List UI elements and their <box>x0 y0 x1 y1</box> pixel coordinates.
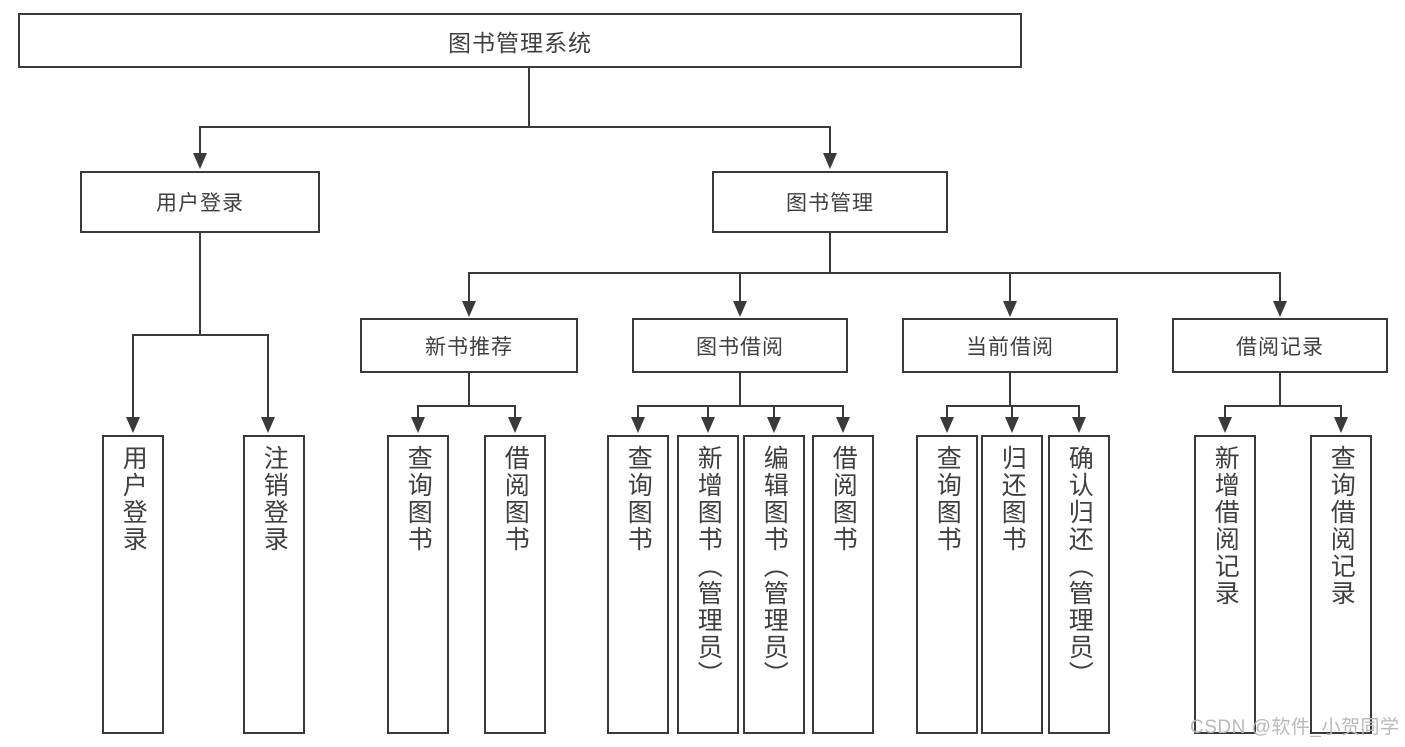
connector-borrow-record-bus <box>1224 405 1342 407</box>
node-label: 图书管理系统 <box>448 29 592 56</box>
node-book-borrowing[interactable]: 图书借阅 <box>632 318 848 373</box>
connector-user-login-drop-2 <box>267 334 269 419</box>
connector-book-manage-stem <box>829 233 831 273</box>
arrowhead-leaf-borrow-book-1 <box>508 417 522 433</box>
leaf-borrow-book-1[interactable]: 借阅图书 <box>484 435 546 734</box>
node-label: 用户登录 <box>119 445 148 553</box>
connector-book-borrow-drop-1 <box>637 405 639 419</box>
leaf-return-book[interactable]: 归还图书 <box>981 435 1043 734</box>
connector-book-manage-drop-2 <box>739 272 741 302</box>
node-label: 新增图书（管理员） <box>694 445 723 688</box>
connector-root-bus <box>199 126 831 128</box>
node-new-book-recommendation[interactable]: 新书推荐 <box>360 318 578 373</box>
arrowhead-leaf-add-book <box>701 417 715 433</box>
connector-book-borrow-bus <box>637 405 844 407</box>
leaf-borrow-book-2[interactable]: 借阅图书 <box>812 435 874 734</box>
node-label: 图书管理 <box>786 192 874 215</box>
arrowhead-current-borrow <box>1003 301 1017 317</box>
leaf-edit-book-admin[interactable]: 编辑图书（管理员） <box>743 435 805 734</box>
node-label: 查询图书 <box>624 445 653 553</box>
connector-current-borrow-drop-3 <box>1078 405 1080 419</box>
connector-book-manage-drop-1 <box>468 272 470 302</box>
leaf-logout[interactable]: 注销登录 <box>243 435 305 734</box>
leaf-query-book-2[interactable]: 查询图书 <box>607 435 669 734</box>
arrowhead-leaf-add-record <box>1218 417 1232 433</box>
connector-current-borrow-stem <box>1009 373 1011 406</box>
leaf-query-book-1[interactable]: 查询图书 <box>387 435 449 734</box>
connector-book-manage-drop-3 <box>1009 272 1011 302</box>
connector-user-login-bus <box>132 334 268 336</box>
leaf-confirm-return-admin[interactable]: 确认归还（管理员） <box>1048 435 1110 734</box>
connector-book-borrow-drop-3 <box>773 405 775 419</box>
arrowhead-user-login <box>193 153 207 169</box>
connector-book-borrow-drop-2 <box>707 405 709 419</box>
arrowhead-leaf-edit-book <box>767 417 781 433</box>
arrowhead-book-manage <box>823 153 837 169</box>
connector-new-book-rec-stem <box>468 373 470 406</box>
node-label: 用户登录 <box>156 192 244 215</box>
leaf-add-book-admin[interactable]: 新增图书（管理员） <box>677 435 739 734</box>
node-label: 借阅图书 <box>829 445 858 553</box>
connector-book-manage-drop-4 <box>1279 272 1281 302</box>
arrowhead-borrow-record <box>1273 301 1287 317</box>
connector-new-book-rec-drop-2 <box>514 405 516 419</box>
leaf-user-login[interactable]: 用户登录 <box>102 435 164 734</box>
connector-borrow-record-drop-1 <box>1224 405 1226 419</box>
node-label: 新增借阅记录 <box>1211 445 1240 607</box>
connector-user-login-drop-1 <box>132 334 134 419</box>
arrowhead-leaf-query-book-1 <box>411 417 425 433</box>
node-label: 图书借阅 <box>696 335 784 359</box>
arrowhead-leaf-user-login <box>126 417 140 433</box>
arrowhead-leaf-logout <box>261 417 275 433</box>
node-current-borrowing[interactable]: 当前借阅 <box>902 318 1118 373</box>
arrowhead-leaf-return-book <box>1005 417 1019 433</box>
node-label: 查询借阅记录 <box>1327 445 1356 607</box>
node-label: 确认归还（管理员） <box>1065 445 1094 688</box>
arrowhead-leaf-confirm-return <box>1072 417 1086 433</box>
leaf-query-borrow-record[interactable]: 查询借阅记录 <box>1310 435 1372 734</box>
leaf-query-book-3[interactable]: 查询图书 <box>916 435 978 734</box>
connector-root-stem <box>528 68 530 127</box>
arrowhead-leaf-query-record <box>1334 417 1348 433</box>
arrowhead-leaf-borrow-book-2 <box>836 417 850 433</box>
node-label: 编辑图书（管理员） <box>760 445 789 688</box>
node-label: 当前借阅 <box>966 335 1054 359</box>
connector-current-borrow-drop-2 <box>1011 405 1013 419</box>
node-user-login[interactable]: 用户登录 <box>80 171 320 233</box>
connector-current-borrow-bus <box>946 405 1080 407</box>
arrowhead-book-borrow <box>733 301 747 317</box>
connector-new-book-rec-drop-1 <box>417 405 419 419</box>
connector-new-book-rec-bus <box>417 405 516 407</box>
connector-borrow-record-stem <box>1279 373 1281 406</box>
node-borrowing-record[interactable]: 借阅记录 <box>1172 318 1388 373</box>
connector-book-borrow-stem <box>739 373 741 406</box>
connector-root-to-book-manage <box>829 126 831 155</box>
node-label: 借阅记录 <box>1236 335 1324 359</box>
connector-borrow-record-drop-2 <box>1340 405 1342 419</box>
arrowhead-new-book-rec <box>462 301 476 317</box>
connector-current-borrow-drop-1 <box>946 405 948 419</box>
connector-root-to-user-login <box>199 126 201 155</box>
node-root-book-management-system[interactable]: 图书管理系统 <box>18 13 1022 68</box>
arrowhead-leaf-query-book-2 <box>631 417 645 433</box>
node-label: 归还图书 <box>998 445 1027 553</box>
node-label: 新书推荐 <box>425 335 513 359</box>
node-book-management[interactable]: 图书管理 <box>712 171 948 233</box>
leaf-add-borrow-record[interactable]: 新增借阅记录 <box>1194 435 1256 734</box>
node-label: 注销登录 <box>260 445 289 553</box>
node-label: 查询图书 <box>404 445 433 553</box>
connector-book-manage-bus <box>468 272 1280 274</box>
node-label: 借阅图书 <box>501 445 530 553</box>
connector-user-login-stem <box>199 233 201 335</box>
node-label: 查询图书 <box>933 445 962 553</box>
connector-book-borrow-drop-4 <box>842 405 844 419</box>
arrowhead-leaf-query-book-3 <box>940 417 954 433</box>
